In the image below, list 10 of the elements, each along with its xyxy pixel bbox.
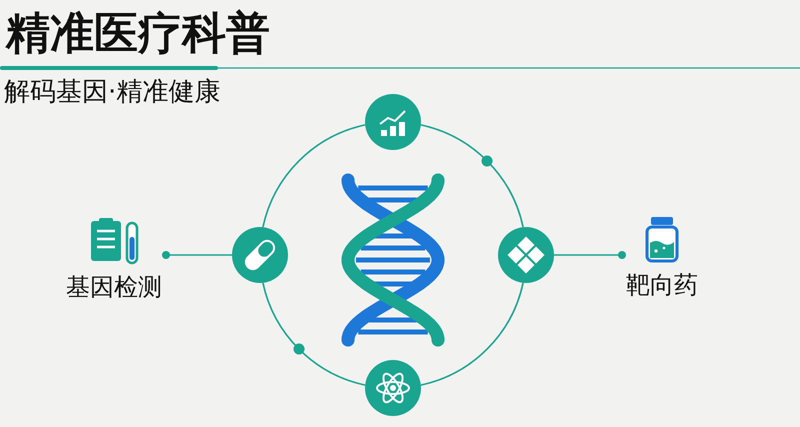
connector-line (420, 124, 524, 228)
node-label: 靶向药 (625, 271, 699, 299)
subtitle: 解码基因·精准健康 (4, 76, 220, 108)
connector-line (262, 124, 366, 228)
title: 精准医疗科普 (6, 8, 270, 60)
node-label: 基因检测 (65, 273, 163, 301)
connector-line (554, 251, 626, 259)
connector-line (162, 251, 232, 259)
connector-line (262, 282, 366, 386)
connector-line (420, 282, 524, 386)
